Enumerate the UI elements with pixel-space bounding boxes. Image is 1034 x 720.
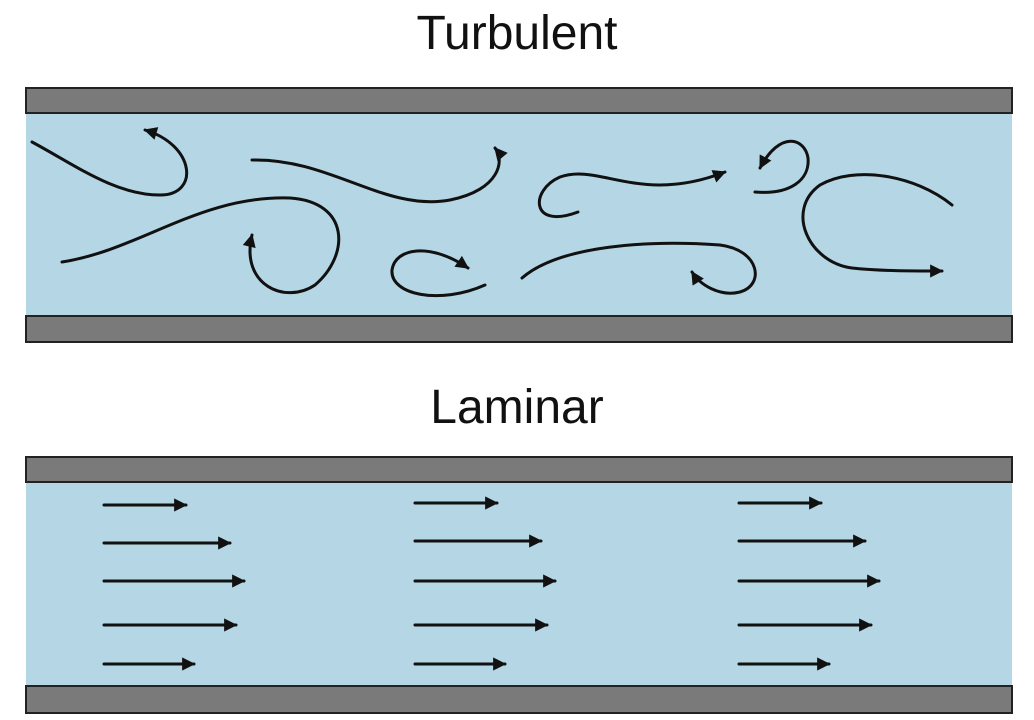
laminar-top-wall	[25, 456, 1013, 483]
laminar-fluid	[26, 482, 1012, 686]
eddy-arrow	[753, 139, 810, 194]
eddy-arrow	[520, 241, 757, 295]
eddy-arrow	[390, 249, 487, 298]
eddy-arrow	[30, 127, 189, 197]
laminar-title: Laminar	[430, 381, 604, 434]
laminar-pipe	[25, 456, 1013, 714]
laminar-bottom-wall	[25, 685, 1013, 714]
eddy-arrow	[537, 170, 727, 219]
turbulent-top-wall	[25, 87, 1013, 114]
turbulent-fluid	[26, 113, 1012, 316]
turbulent-bottom-wall	[25, 315, 1013, 343]
eddy-arrow	[60, 196, 341, 295]
turbulent-pipe	[25, 87, 1013, 343]
eddy-arrow	[250, 146, 508, 204]
eddy-arrow	[801, 173, 954, 278]
turbulent-title: Turbulent	[416, 7, 618, 60]
